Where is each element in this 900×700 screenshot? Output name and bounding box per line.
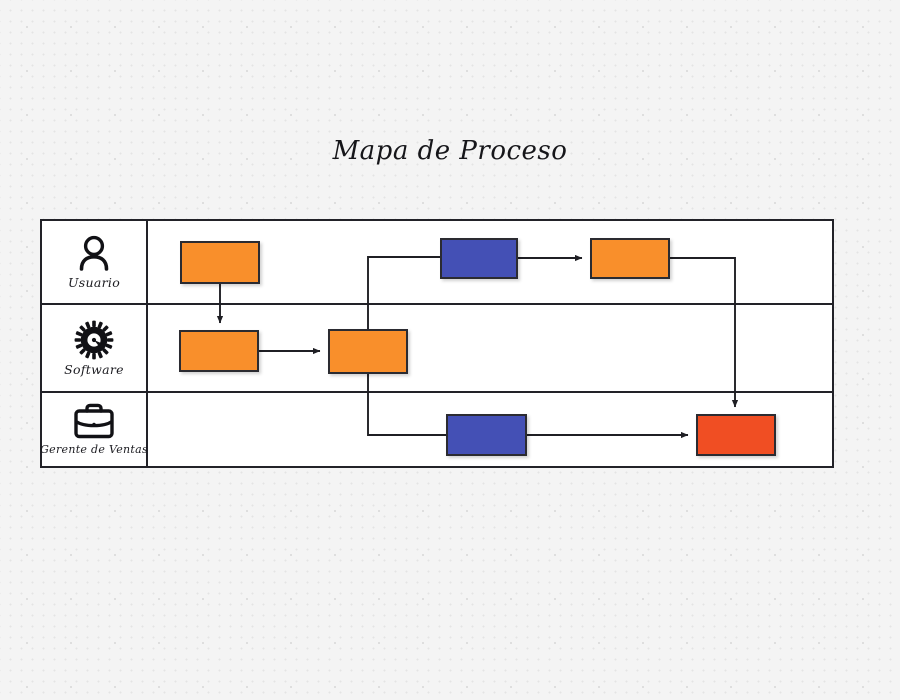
flow-node-n6[interactable] — [446, 414, 527, 456]
lane-usuario: Usuario — [42, 221, 832, 303]
lane-software: Software — [42, 303, 832, 391]
flow-node-n7[interactable] — [696, 414, 776, 456]
lane-label-usuario: Usuario — [67, 274, 121, 290]
flow-node-n3[interactable] — [328, 329, 408, 374]
lane-header-gerente[interactable]: Gerente de Ventas — [40, 393, 148, 466]
briefcase-icon — [72, 403, 116, 441]
lane-header-software[interactable]: Software — [42, 305, 148, 391]
page-title: Mapa de Proceso — [332, 136, 568, 166]
flow-node-n1[interactable] — [180, 241, 260, 284]
lane-label-gerente: Gerente de Ventas — [40, 443, 148, 456]
flow-node-n4[interactable] — [440, 238, 518, 279]
flow-node-n2[interactable] — [179, 330, 259, 372]
person-icon — [74, 235, 114, 273]
lane-header-usuario[interactable]: Usuario — [42, 221, 148, 303]
flow-node-n5[interactable] — [590, 238, 670, 279]
lane-label-software: Software — [64, 361, 124, 377]
gear-icon — [74, 320, 114, 360]
